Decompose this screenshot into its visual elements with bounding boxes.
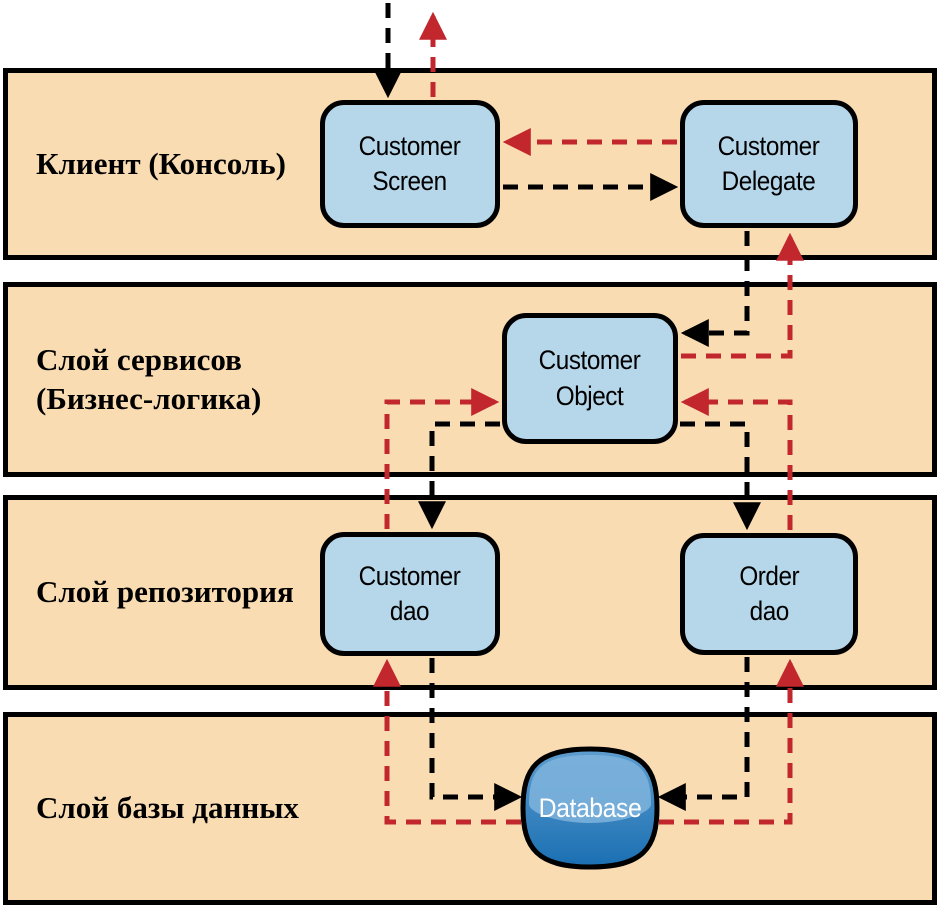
arrow-order-dao-to-database — [657, 657, 750, 811]
node-label-customer-delegate: Customer Delegate — [718, 130, 820, 196]
database-cylinder — [520, 746, 660, 870]
arrow-delegate-to-object — [680, 231, 750, 347]
node-customer-dao: Customer dao — [320, 532, 500, 656]
layer-label-service: Слой сервисов (Бизнес-логика) — [36, 341, 262, 416]
arrow-order-dao-to-object — [680, 388, 793, 530]
database-label: Database — [538, 793, 642, 823]
layer-label-client: Клиент (Консоль) — [36, 145, 286, 181]
node-label-order-dao: Order dao — [739, 560, 799, 626]
database-gloss-highlight — [529, 755, 651, 823]
arrow-customer-dao-to-database — [429, 658, 523, 811]
node-label-customer-screen: Customer Screen — [359, 130, 461, 196]
layer-band-database: Слой базы данных — [3, 712, 937, 905]
node-label-customer-dao: Customer dao — [359, 560, 461, 626]
arrow-object-to-delegate — [681, 232, 804, 359]
arrow-database-to-order-dao — [659, 658, 804, 825]
node-customer-delegate: Customer Delegate — [680, 100, 858, 228]
arrow-database-to-customer-dao — [373, 658, 521, 825]
arrow-object-to-order-dao — [680, 421, 761, 531]
layer-band-service: Слой сервисов (Бизнес-логика) — [3, 282, 937, 477]
node-customer-screen: Customer Screen — [320, 100, 500, 228]
arrow-customer-dao-to-object — [384, 388, 500, 529]
node-order-dao: Order dao — [680, 533, 858, 655]
layer-label-repository: Слой репозитория — [36, 574, 294, 610]
arrow-object-to-customer-dao — [418, 421, 500, 530]
node-label-customer-object: Customer Object — [539, 345, 641, 411]
layer-label-database: Слой базы данных — [36, 790, 299, 826]
node-customer-object: Customer Object — [502, 313, 678, 444]
